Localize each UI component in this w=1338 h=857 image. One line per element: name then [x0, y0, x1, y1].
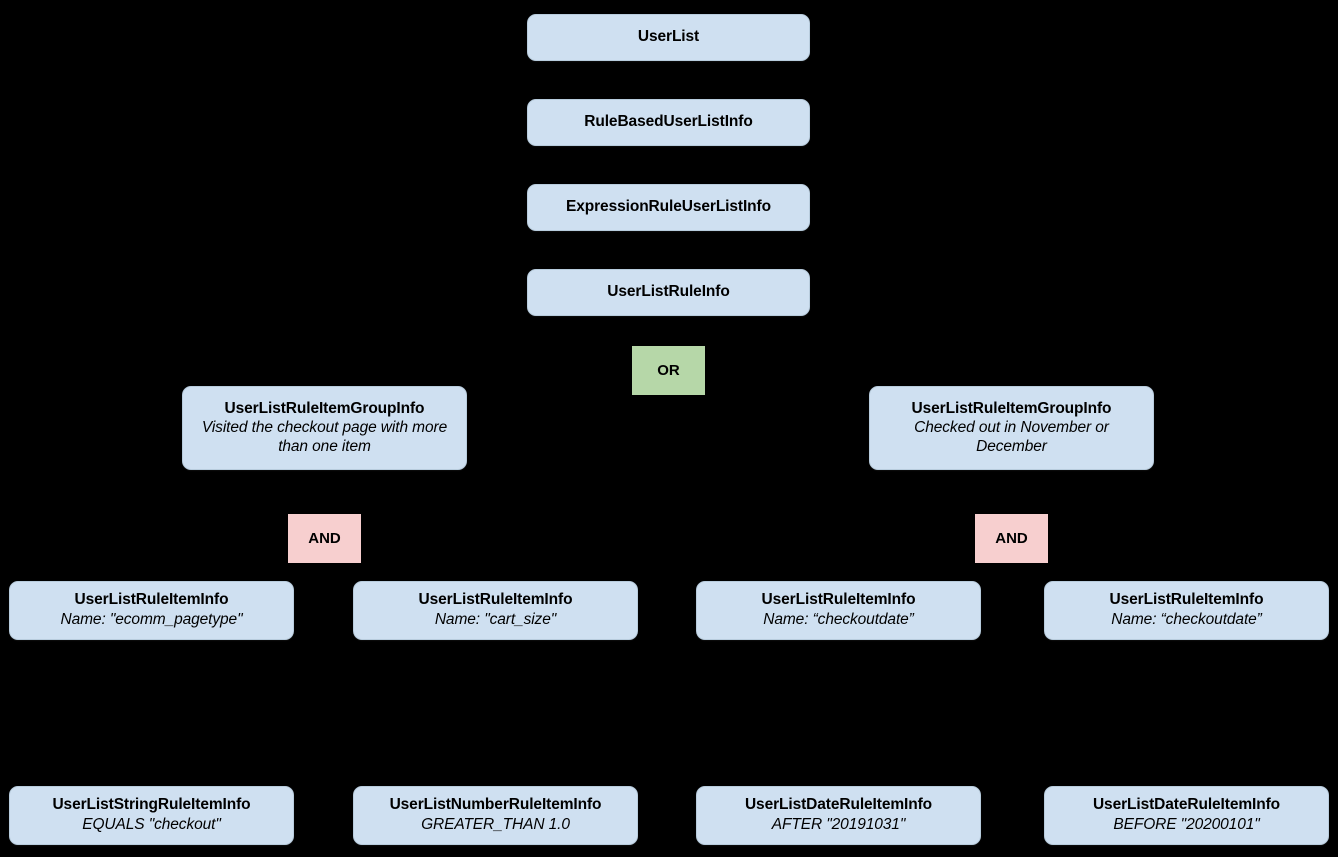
node-rule-date-after[interactable]: UserListDateRuleItemInfo AFTER "20191031… [696, 786, 981, 845]
node-expression-rule-user-list-info-title: ExpressionRuleUserListInfo [566, 198, 771, 216]
node-rule-date-after-subtitle: AFTER "20191031" [771, 816, 906, 833]
node-rule-date-before[interactable]: UserListDateRuleItemInfo BEFORE "2020010… [1044, 786, 1329, 845]
node-item-checkoutdate-after-subtitle: Name: “checkoutdate” [763, 611, 914, 628]
node-item-checkoutdate-after[interactable]: UserListRuleItemInfo Name: “checkoutdate… [696, 581, 981, 640]
node-item-checkoutdate-before[interactable]: UserListRuleItemInfo Name: “checkoutdate… [1044, 581, 1329, 640]
node-item-ecomm-pagetype-subtitle: Name: "ecomm_pagetype" [60, 611, 243, 628]
node-rule-number-greater-than-subtitle: GREATER_THAN 1.0 [421, 816, 570, 833]
node-item-cart-size[interactable]: UserListRuleItemInfo Name: "cart_size" [353, 581, 638, 640]
node-group-left[interactable]: UserListRuleItemGroupInfo Visited the ch… [182, 386, 467, 470]
node-item-checkoutdate-before-title: UserListRuleItemInfo [1109, 591, 1264, 609]
node-rule-based-user-list-info-title: RuleBasedUserListInfo [584, 113, 753, 131]
node-rule-number-greater-than-title: UserListNumberRuleItemInfo [389, 796, 602, 814]
node-group-right-subtitle: Checked out in November or December [914, 419, 1109, 455]
node-operator-or[interactable]: OR [631, 345, 706, 396]
node-item-ecomm-pagetype-title: UserListRuleItemInfo [74, 591, 229, 609]
node-group-right[interactable]: UserListRuleItemGroupInfo Checked out in… [869, 386, 1154, 470]
node-operator-and-right-label: AND [995, 529, 1028, 547]
node-item-cart-size-subtitle: Name: "cart_size" [434, 611, 557, 628]
node-rule-date-before-subtitle: BEFORE "20200101" [1113, 816, 1260, 833]
node-operator-and-left[interactable]: AND [287, 513, 362, 564]
node-user-list-rule-info[interactable]: UserListRuleInfo [527, 269, 810, 316]
node-group-left-subtitle: Visited the checkout page with more than… [201, 419, 448, 455]
node-user-list-title: UserList [637, 28, 700, 46]
node-user-list-rule-info-title: UserListRuleInfo [607, 283, 730, 301]
node-rule-string-equals[interactable]: UserListStringRuleItemInfo EQUALS "check… [9, 786, 294, 845]
node-user-list[interactable]: UserList [527, 14, 810, 61]
node-group-right-title: UserListRuleItemGroupInfo [911, 399, 1112, 417]
node-rule-string-equals-title: UserListStringRuleItemInfo [52, 796, 251, 814]
node-rule-number-greater-than[interactable]: UserListNumberRuleItemInfo GREATER_THAN … [353, 786, 638, 845]
node-item-checkoutdate-after-title: UserListRuleItemInfo [761, 591, 916, 609]
node-operator-and-right[interactable]: AND [974, 513, 1049, 564]
node-rule-string-equals-subtitle: EQUALS "checkout" [82, 816, 221, 833]
node-group-left-title: UserListRuleItemGroupInfo [224, 399, 425, 417]
node-item-checkoutdate-before-subtitle: Name: “checkoutdate” [1111, 611, 1262, 628]
node-operator-or-label: OR [657, 361, 680, 379]
node-item-ecomm-pagetype[interactable]: UserListRuleItemInfo Name: "ecomm_pagety… [9, 581, 294, 640]
node-item-cart-size-title: UserListRuleItemInfo [418, 591, 573, 609]
node-operator-and-left-label: AND [308, 529, 341, 547]
node-expression-rule-user-list-info[interactable]: ExpressionRuleUserListInfo [527, 184, 810, 231]
node-rule-based-user-list-info[interactable]: RuleBasedUserListInfo [527, 99, 810, 146]
node-rule-date-after-title: UserListDateRuleItemInfo [744, 796, 933, 814]
node-rule-date-before-title: UserListDateRuleItemInfo [1092, 796, 1281, 814]
